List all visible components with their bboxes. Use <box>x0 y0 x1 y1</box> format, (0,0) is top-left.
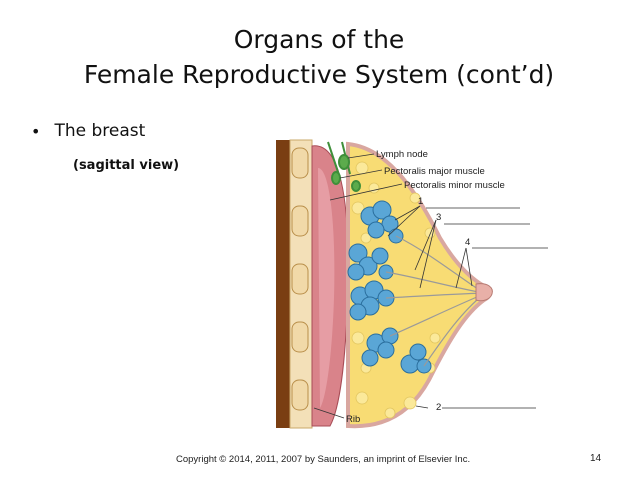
page-number: 14 <box>590 453 602 464</box>
copyright-footer: Copyright © 2014, 2011, 2007 by Saunders… <box>176 454 471 465</box>
title-line-1: Organs of the <box>233 25 405 54</box>
pectoralis-minor <box>318 168 335 408</box>
nipple <box>475 283 493 302</box>
rib-segments <box>291 147 309 411</box>
label-pectoralis-major: Pectoralis major muscle <box>384 166 485 177</box>
bullet-icon: • <box>31 121 41 141</box>
label-lymph-node: Lymph node <box>376 149 428 160</box>
breast-sagittal-illustration: Lymph node Pectoralis major muscle Pecto… <box>270 138 560 430</box>
label-number-3: 3 <box>436 212 441 223</box>
bullet-text: The breast <box>54 121 146 141</box>
label-number-1: 1 <box>418 196 423 207</box>
slide-title: Organs of the Female Reproductive System… <box>0 22 638 92</box>
label-pectoralis-minor: Pectoralis minor muscle <box>404 180 505 191</box>
label-number-2: 2 <box>436 402 441 413</box>
label-leaders <box>313 153 548 419</box>
subtext: (sagittal view) <box>73 158 180 173</box>
bullet-item: • The breast <box>31 121 145 141</box>
title-line-2: Female Reproductive System (cont’d) <box>83 60 555 89</box>
chest-wall <box>276 140 290 428</box>
lymph-vessels <box>327 141 361 192</box>
label-number-4: 4 <box>465 237 470 248</box>
label-rib: Rib <box>346 414 360 425</box>
